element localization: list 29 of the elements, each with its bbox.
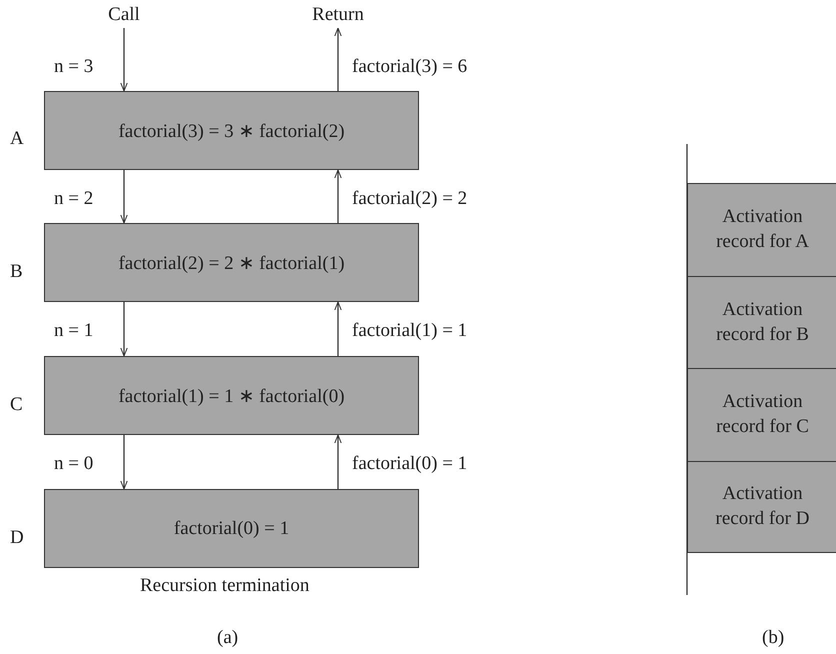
arrow [120,28,128,92]
activation-record-cell: Activation record for C [687,368,836,461]
arrow [334,28,342,91]
arrow [334,434,342,489]
call-box: factorial(0) = 1 [44,489,419,568]
activation-record-cell: Activation record for B [687,276,836,368]
arrow [120,170,128,224]
flow-label: Call [94,2,154,28]
arrow [334,170,342,223]
arrow [120,435,128,490]
node-label: Recursion termination [140,575,310,597]
arrow [120,302,128,356]
row-letter: B [10,261,23,283]
flow-label: Return [300,2,376,28]
activation-record-cell: Activation record for D [687,461,836,553]
edge-label: factorial(3) = 6 [352,56,468,78]
panel-label: (a) [217,627,238,649]
activation-record-cell: Activation record for A [687,183,836,276]
arrow [334,302,342,356]
row-letter: A [10,128,24,150]
call-box: factorial(2) = 2 ∗ factorial(1) [44,223,419,302]
edge-label: factorial(2) = 2 [352,188,468,210]
call-box: factorial(1) = 1 ∗ factorial(0) [44,356,419,435]
row-letter: C [10,394,23,416]
edge-label: factorial(1) = 1 [352,320,468,342]
call-box: factorial(3) = 3 ∗ factorial(2) [44,91,419,170]
edge-label: factorial(0) = 1 [352,453,468,475]
panel-label: (b) [762,627,784,649]
row-letter: D [10,527,24,549]
